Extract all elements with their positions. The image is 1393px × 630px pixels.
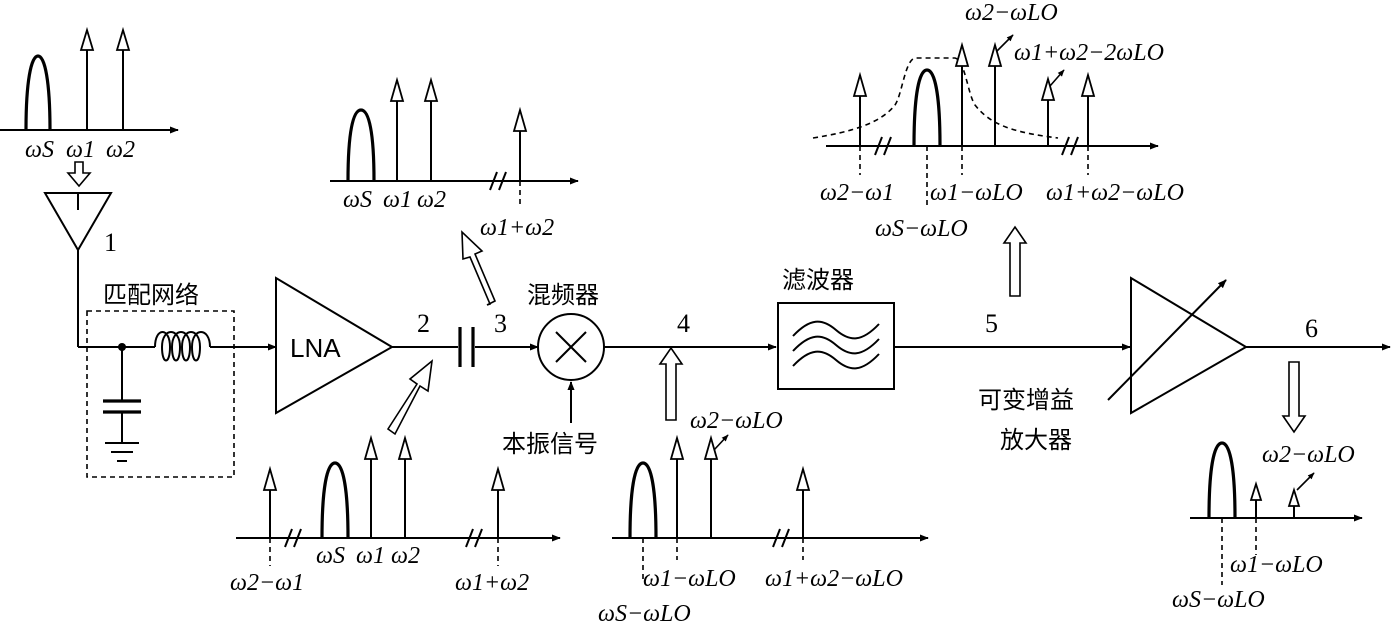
filter: 滤波器 5 <box>777 225 1131 390</box>
label-ws: ωS <box>343 187 372 213</box>
label-w1-minus-wlo: ω1−ωLO <box>930 180 1023 206</box>
lo-label: 本振信号 <box>502 430 598 458</box>
label-w1-w2-minus-wlo: ω1+ω2−ωLO <box>1046 180 1184 206</box>
node-4: 4 <box>677 309 690 338</box>
label-ws-minus-wlo: ωS−ωLO <box>1172 587 1265 613</box>
spectrum-node4: ω2−ωLO ω1−ωLO ωS−ωLO ω1+ω2−ωLO <box>598 408 929 627</box>
node-2: 2 <box>417 309 430 338</box>
vga-label-line2: 放大器 <box>1000 426 1072 454</box>
axis-break-icon <box>1061 136 1070 156</box>
vga: 6 可变增益 放大器 <box>978 276 1391 454</box>
label-ws: ωS <box>316 543 345 569</box>
label-w1-minus-wlo: ω1−ωLO <box>1230 552 1323 578</box>
hollow-up-arrow-icon <box>386 359 434 436</box>
variable-gain-arrow-icon <box>1107 279 1227 401</box>
axis-break-icon <box>489 171 498 191</box>
antenna: 1 <box>43 192 117 347</box>
label-w2-minus-w1: ω2−ω1 <box>230 570 304 596</box>
label-w1-w2-minus-2wlo: ω1+ω2−2ωLO <box>1014 40 1164 66</box>
label-w1: ω1 <box>383 187 412 213</box>
label-w2-minus-w1: ω2−ω1 <box>820 180 894 206</box>
label-ws-minus-wlo: ωS−ωLO <box>598 601 691 627</box>
filter-response-curve <box>812 57 1059 139</box>
label-w2-minus-wlo: ω2−ωLO <box>965 0 1058 26</box>
hollow-up-arrow-icon <box>658 346 684 421</box>
label-w1: ω1 <box>66 137 95 163</box>
label-ws: ωS <box>25 137 54 163</box>
arrow-from-spectrum-node2 <box>386 359 434 436</box>
vga-label-line1: 可变增益 <box>978 386 1074 414</box>
node-5: 5 <box>985 309 998 338</box>
mixer: 混频器 本振信号 4 <box>502 281 777 458</box>
label-w1-minus-wlo: ω1−ωLO <box>643 566 736 592</box>
node-1: 1 <box>104 228 117 257</box>
hollow-up-arrow-icon <box>461 230 497 306</box>
vga-amplifier-icon <box>1130 276 1248 415</box>
spectrum-node3: ωS ω1 ω2 ω1+ω2 <box>330 76 579 241</box>
axis-break-icon <box>284 528 293 548</box>
arrow-to-spectrum-node3 <box>461 230 497 306</box>
lna: LNA 2 3 <box>275 276 539 415</box>
axis-break-icon <box>874 136 883 156</box>
lna-amplifier-icon <box>275 276 394 415</box>
label-w1-plus-w2: ω1+ω2 <box>480 215 554 241</box>
spectrum-node2: ω2−ω1 ωS ω1 ω2 ω1+ω2 <box>230 434 561 596</box>
hollow-up-arrow-icon <box>1002 225 1028 297</box>
wanted-signal-hump <box>24 54 52 131</box>
hollow-down-arrow-icon <box>1281 361 1307 434</box>
matching-network-label: 匹配网络 <box>103 281 199 309</box>
filter-label: 滤波器 <box>782 266 854 294</box>
inductor-icon <box>154 331 211 362</box>
lna-label: LNA <box>290 333 341 363</box>
label-ws-minus-wlo: ωS−ωLO <box>875 216 968 242</box>
label-w2: ω2 <box>106 137 135 163</box>
label-w1: ω1 <box>356 543 385 569</box>
matching-network-box <box>86 310 235 478</box>
mixer-label: 混频器 <box>527 281 599 309</box>
spectrum-node6: ω2−ωLO ω1−ωLO ωS−ωLO <box>1172 441 1363 613</box>
label-w2-minus-wlo: ω2−ωLO <box>1262 442 1355 468</box>
axis-break-icon <box>772 528 781 548</box>
spectrum-antenna-input: ωS ω1 ω2 <box>0 26 179 188</box>
axis-break-icon <box>465 528 474 548</box>
spectrum-node5: ω2−ωLO ω1+ω2−2ωLO ω2−ω1 ω1−ωLO ω1+ω2−ωLO… <box>812 0 1184 242</box>
label-w1-w2-minus-wlo: ω1+ω2−ωLO <box>765 566 903 592</box>
label-w2: ω2 <box>417 187 446 213</box>
label-w1-plus-w2: ω1+ω2 <box>455 570 529 596</box>
hollow-down-arrow-icon <box>66 161 92 188</box>
label-w2: ω2 <box>391 543 420 569</box>
node-3: 3 <box>494 309 507 338</box>
node-6: 6 <box>1305 314 1318 343</box>
matching-network: 匹配网络 <box>78 281 277 478</box>
label-w2-minus-wlo: ω2−ωLO <box>690 408 783 434</box>
